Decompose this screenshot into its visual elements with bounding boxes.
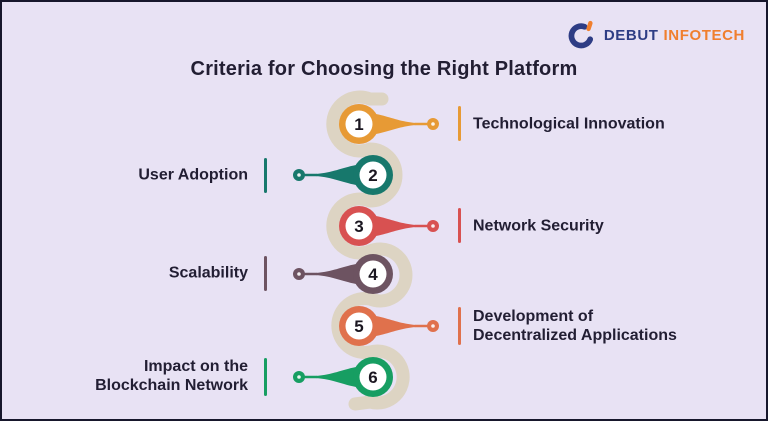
item-label-1-line1: Technological Innovation xyxy=(473,115,665,133)
item-label-6-line2: Blockchain Network xyxy=(95,377,248,394)
item-label-6: Impact on the Blockchain Network xyxy=(95,357,248,395)
item-label-2: User Adoption xyxy=(138,166,248,185)
logo-text-debut: DEBUT xyxy=(603,27,659,44)
marker-number-5: 5 xyxy=(354,317,363,336)
marker-number-4: 4 xyxy=(368,265,378,284)
logo-text-infotech: INFOTECH xyxy=(663,27,745,44)
item-label-3-line1: Network Security xyxy=(473,217,604,235)
accent-bar-5 xyxy=(458,307,461,345)
accent-bar-3 xyxy=(458,208,461,243)
marker-3: 3 xyxy=(339,206,439,246)
item-label-5-line1: Development of xyxy=(473,308,594,325)
marker-6: 6 xyxy=(293,357,393,397)
marker-number-3: 3 xyxy=(354,217,363,236)
marker-1: 1 xyxy=(339,104,439,144)
accent-bar-1 xyxy=(458,106,461,141)
item-label-1: Technological Innovation xyxy=(473,115,665,134)
item-label-3: Network Security xyxy=(473,217,604,236)
marker-number-1: 1 xyxy=(354,115,363,134)
item-label-4: Scalability xyxy=(169,264,248,283)
marker-number-6: 6 xyxy=(368,368,377,387)
item-label-4-line1: Scalability xyxy=(168,264,248,282)
item-label-5-line2: Decentralized Applications xyxy=(473,327,677,344)
item-label-5: Development of Decentralized Application… xyxy=(473,307,677,345)
debut-infotech-logo-icon xyxy=(568,20,593,49)
item-label-2-line1: User Adoption xyxy=(138,166,248,184)
marker-2: 2 xyxy=(293,155,393,195)
marker-number-2: 2 xyxy=(368,166,377,185)
marker-4: 4 xyxy=(293,254,393,294)
page-title: Criteria for Choosing the Right Platform xyxy=(190,58,578,80)
accent-bar-6 xyxy=(264,358,267,396)
accent-bar-4 xyxy=(264,256,267,291)
item-label-6-line1: Impact on the xyxy=(143,358,248,375)
marker-5: 5 xyxy=(339,306,439,346)
accent-bar-2 xyxy=(264,158,267,193)
